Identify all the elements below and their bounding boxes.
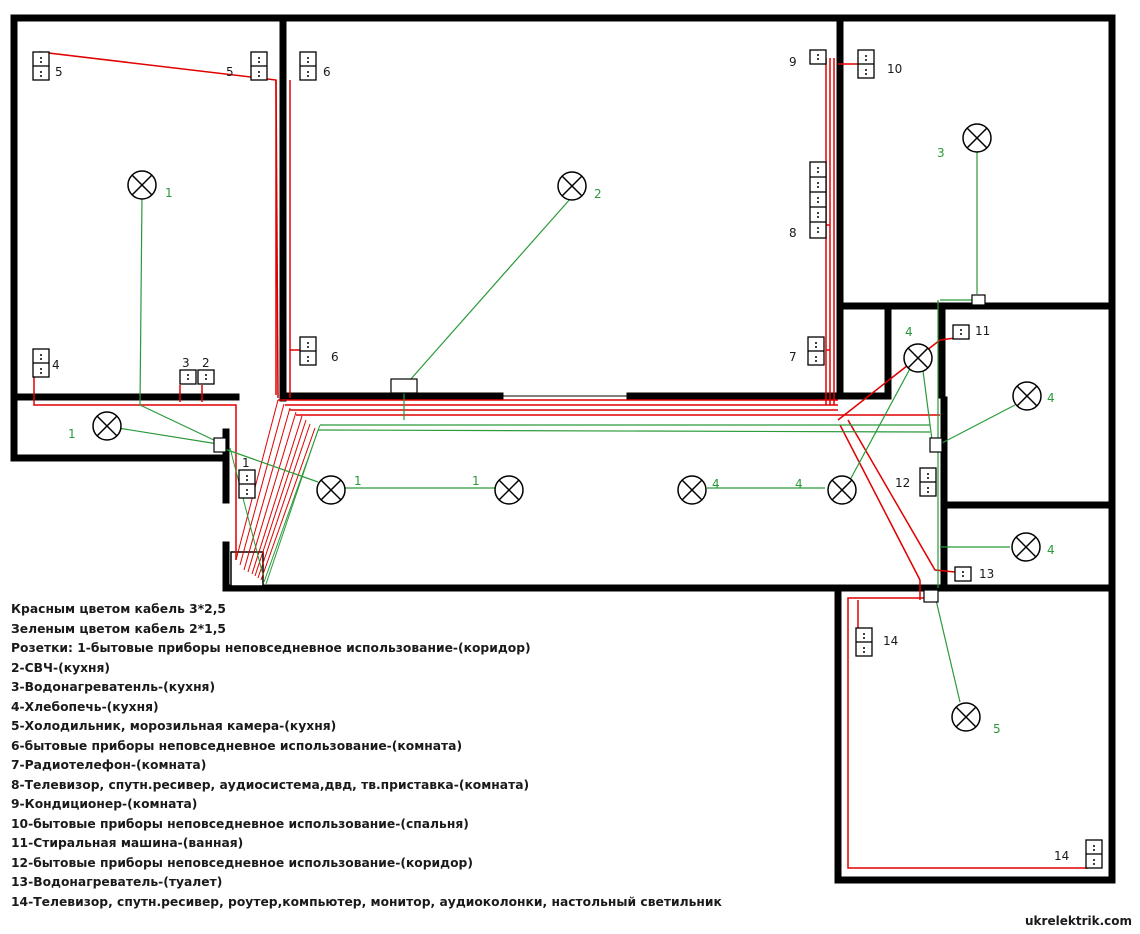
socket-13 — [954, 566, 972, 582]
lamp-label-c4b: 4 — [795, 477, 803, 491]
legend-item: 3-Водонагреватенль-(кухня) — [11, 680, 216, 694]
walls — [10, 14, 1116, 884]
legend-item: 6-бытовые приборы неповседневное использ… — [11, 738, 463, 753]
legend-item: 12-бытовые приборы неповседневное исполь… — [11, 855, 473, 870]
socket-label-5a: 5 — [55, 65, 63, 79]
lamp-icon — [557, 171, 587, 201]
lamp-icon — [92, 411, 122, 441]
socket-5a — [32, 51, 50, 81]
socket-label-6b: 6 — [331, 350, 339, 364]
socket-label-1: 1 — [242, 456, 250, 470]
legend-item: 11-Стиральная машина-(ванная) — [11, 836, 244, 850]
socket-label-14a: 14 — [883, 634, 898, 648]
lamp-label-k1: 1 — [165, 186, 173, 200]
legend-green-cable: Зеленым цветом кабель 2*1,5 — [11, 621, 226, 636]
lamp-icon — [1011, 532, 1041, 562]
junction-boxes — [213, 294, 986, 603]
lamp-icon — [677, 475, 707, 505]
lamp-label-k4b: 4 — [1047, 391, 1055, 405]
legend-item: 10-бытовые приборы неповседневное исполь… — [11, 816, 469, 831]
lamp-icon — [494, 475, 524, 505]
lamp-label-k4c: 4 — [1047, 543, 1055, 557]
lamp-label-c1b: 1 — [354, 474, 362, 488]
socket-labels: 5 5 6 6 9 10 8 7 4 3 2 1 11 12 13 14 14 — [52, 55, 1069, 863]
socket-10 — [857, 49, 875, 79]
legend-item: 4-Хлебопечь-(кухня) — [11, 699, 159, 714]
lamp-icon — [127, 170, 157, 200]
sockets — [32, 49, 1103, 869]
legend-item: 9-Кондиционер-(комната) — [11, 797, 198, 811]
legend-item: 5-Холодильник, морозильная камера-(кухня… — [11, 719, 337, 733]
socket-9 — [809, 49, 827, 65]
lamp-icon — [903, 343, 933, 373]
socket-label-2: 2 — [202, 356, 210, 370]
socket-8 — [809, 161, 827, 239]
watermark: ukrelektrik.com — [1025, 914, 1132, 928]
socket-label-10: 10 — [887, 62, 902, 76]
lamp-icon — [827, 475, 857, 505]
socket-7 — [807, 336, 825, 366]
socket-label-8: 8 — [789, 226, 797, 240]
red-fan-to-box — [235, 399, 316, 581]
socket-label-13: 13 — [979, 567, 994, 581]
legend-item: 13-Водонагреватель-(туалет) — [11, 875, 223, 889]
socket-6a — [299, 51, 317, 81]
socket-label-7: 7 — [789, 350, 797, 364]
lamp-label-c4a: 4 — [712, 477, 720, 491]
lamp-icon — [951, 702, 981, 732]
lamps — [92, 123, 1042, 732]
legend-red-cable: Красным цветом кабель 3*2,5 — [11, 602, 226, 616]
socket-label-14b: 14 — [1054, 849, 1069, 863]
lamp-label-c1a: 1 — [68, 427, 76, 441]
legend-item: 2-СВЧ-(кухня) — [11, 660, 111, 675]
legend: Красным цветом кабель 3*2,5 Зеленым цвет… — [11, 600, 751, 912]
red-cables — [33, 51, 1088, 869]
lamp-labels: 1 2 3 4 4 4 1 1 1 4 4 5 — [68, 146, 1055, 736]
lamp-icon — [962, 123, 992, 153]
socket-3 — [179, 369, 197, 385]
legend-item: Розетки: 1-бытовые приборы неповседневно… — [11, 641, 531, 655]
lamp-label-k3: 3 — [937, 146, 945, 160]
lamp-icon — [316, 475, 346, 505]
socket-label-4: 4 — [52, 358, 60, 372]
socket-14b — [1085, 839, 1103, 869]
lamp-icon — [1012, 381, 1042, 411]
socket-4 — [32, 348, 50, 378]
socket-label-9: 9 — [789, 55, 797, 69]
socket-label-11: 11 — [975, 324, 990, 338]
socket-14a — [855, 627, 873, 657]
green-cables — [117, 150, 1016, 703]
legend-item: 14-Телевизор, спутн.ресивер, роутер,комп… — [11, 894, 722, 909]
lamp-label-c1c: 1 — [472, 474, 480, 488]
legend-item: 7-Радиотелефон-(комната) — [11, 758, 207, 772]
socket-2 — [197, 369, 215, 385]
socket-label-6a: 6 — [323, 65, 331, 79]
socket-label-12: 12 — [895, 476, 910, 490]
socket-11 — [952, 324, 970, 340]
green-fan-to-box — [229, 424, 321, 585]
socket-contacts — [40, 54, 1095, 865]
socket-label-5b: 5 — [226, 65, 234, 79]
lamp-label-k4a: 4 — [905, 325, 913, 339]
socket-6b — [299, 336, 317, 366]
legend-item: 8-Телевизор, спутн.ресивер, аудиосистема… — [11, 777, 530, 792]
lamp-label-k2: 2 — [594, 187, 602, 201]
socket-5b — [250, 51, 268, 81]
socket-12 — [919, 467, 937, 497]
lamp-label-k5: 5 — [993, 722, 1001, 736]
socket-1 — [238, 469, 256, 499]
socket-label-3: 3 — [182, 356, 190, 370]
